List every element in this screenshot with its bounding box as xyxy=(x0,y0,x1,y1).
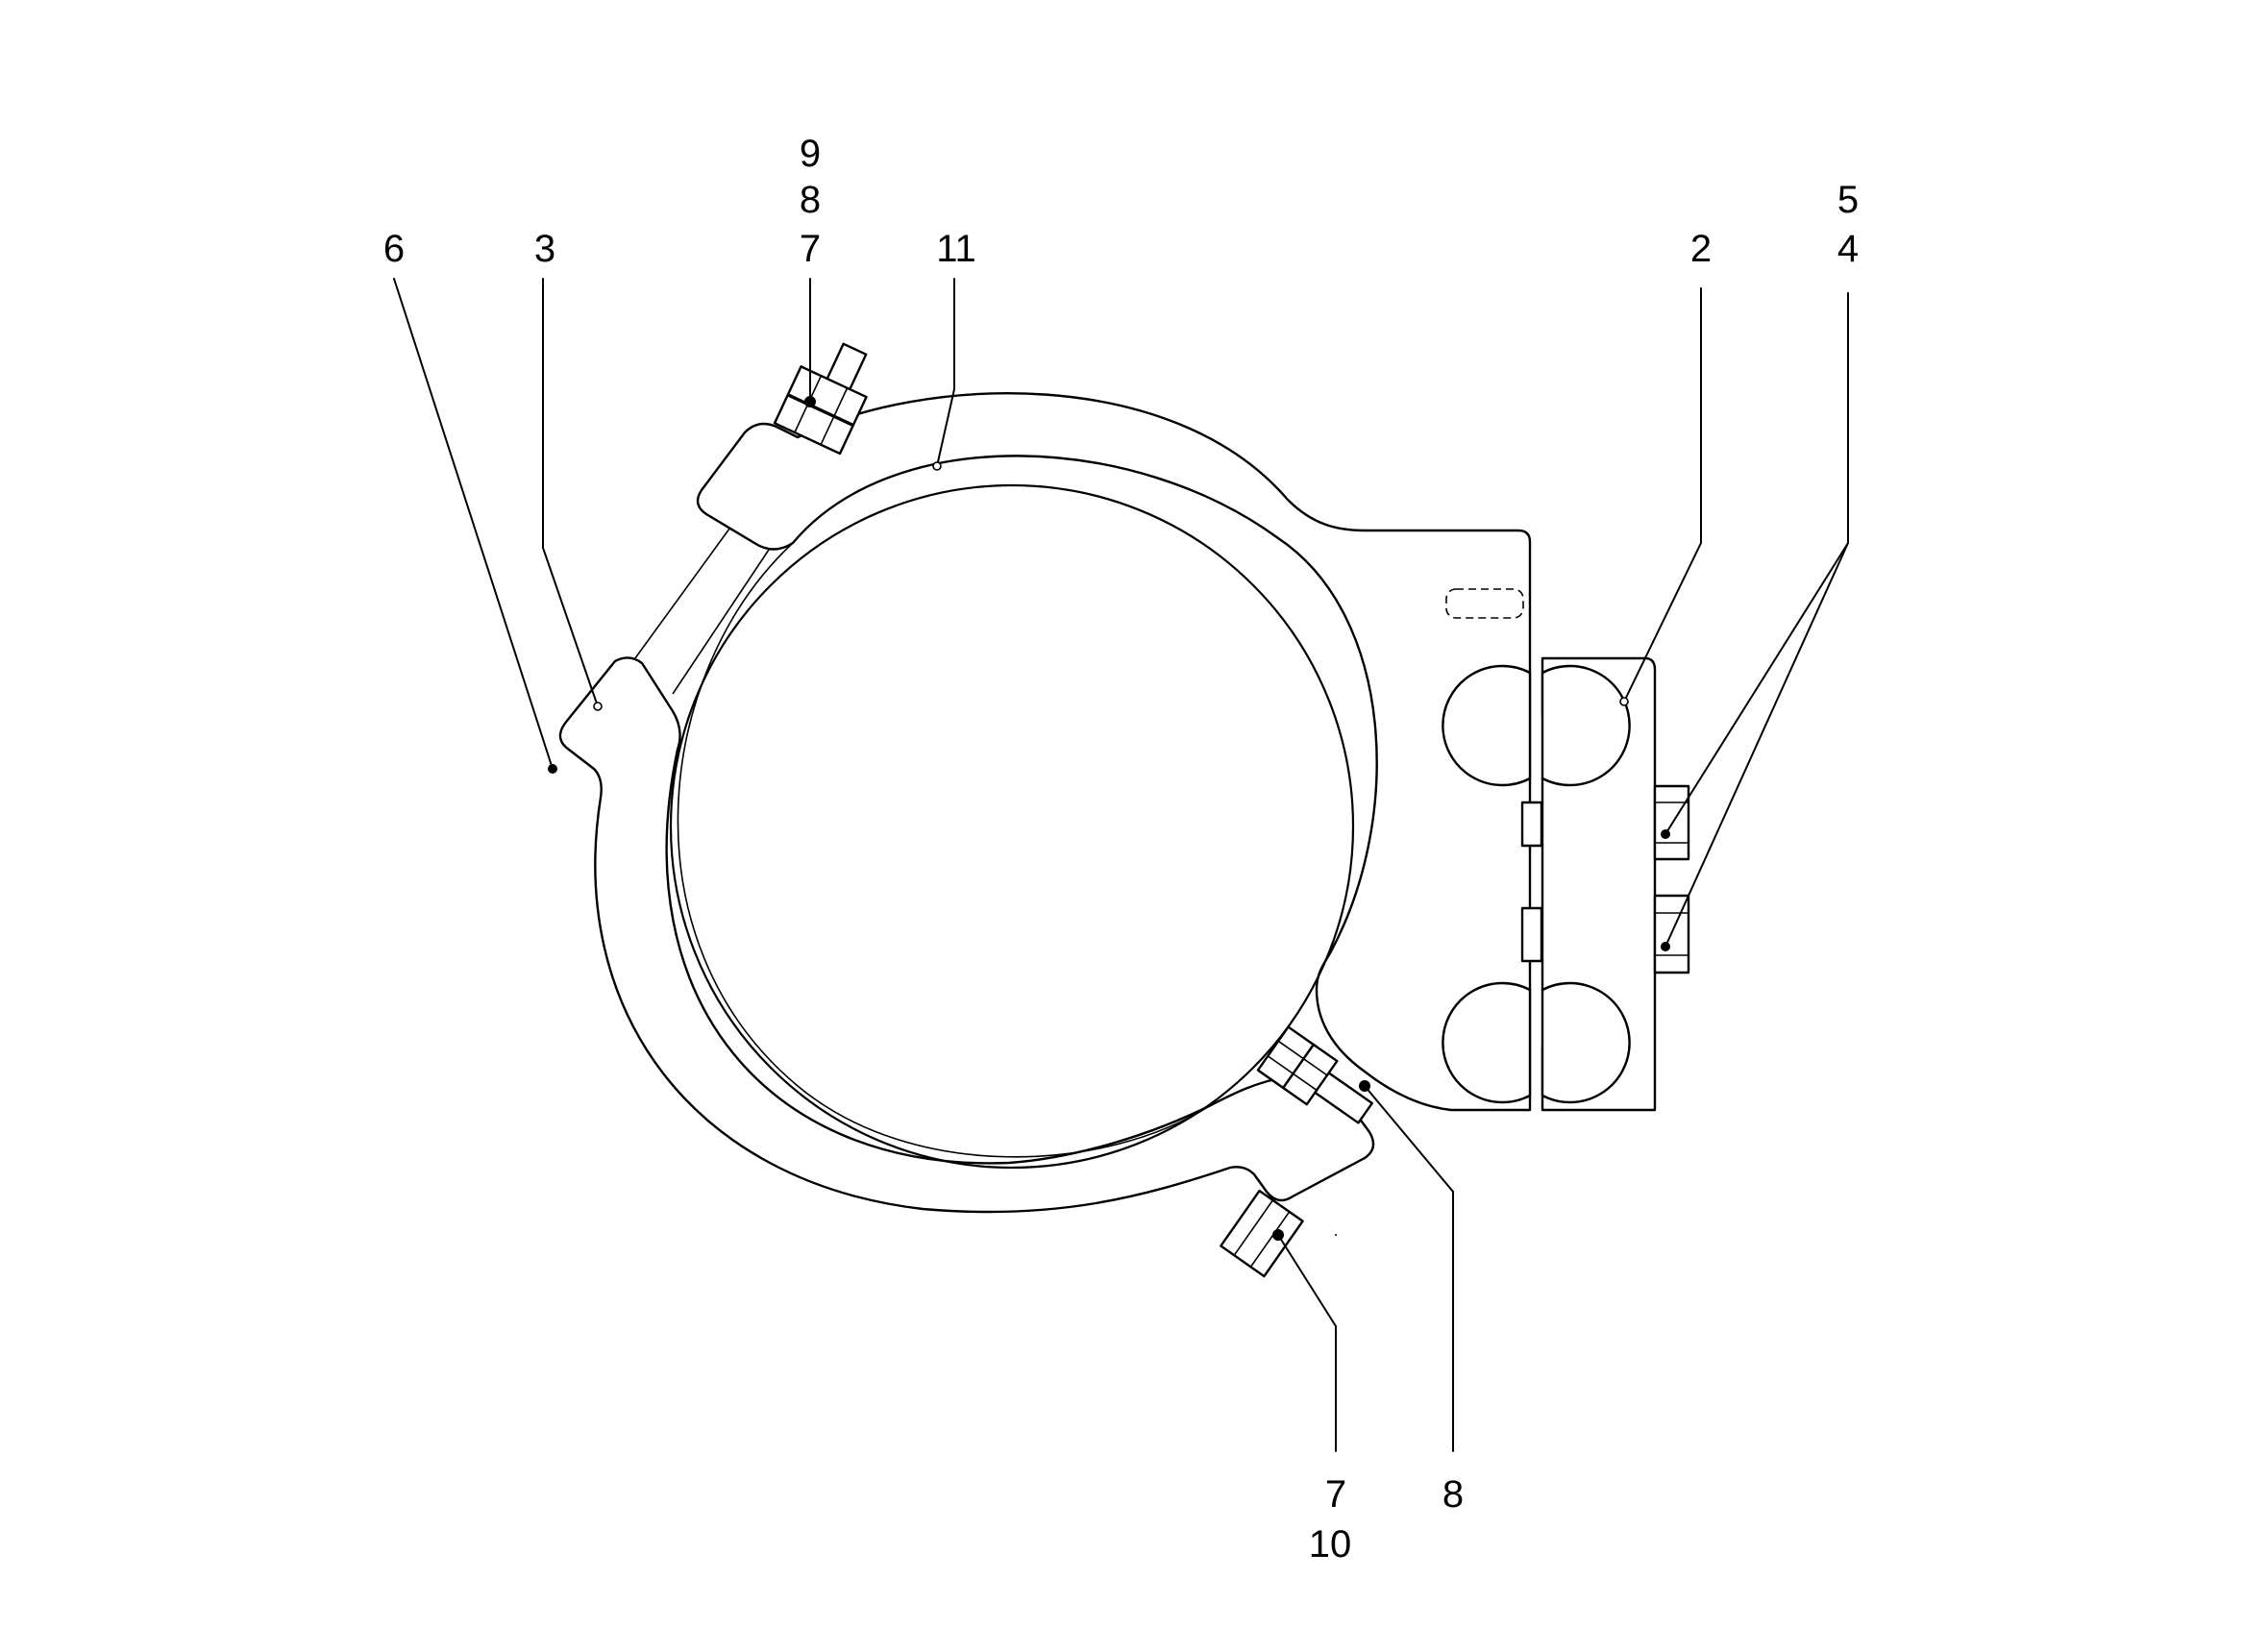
label-part-2: 2 xyxy=(1690,228,1712,270)
label-part-7-bottom: 7 xyxy=(1325,1473,1346,1516)
label-part-7-top: 7 xyxy=(800,228,821,270)
top-nut-stack xyxy=(773,342,868,456)
lower-bolt-rod xyxy=(1256,1025,1373,1124)
clamp-inner-edge xyxy=(677,542,1212,1158)
clamp-body-lower xyxy=(558,656,1375,1214)
leader-dots xyxy=(548,396,1670,1241)
callout-labels: 9 8 7 11 6 3 2 5 4 7 10 8 xyxy=(383,133,1859,1566)
hidden-pin xyxy=(1445,588,1524,619)
label-part-10: 10 xyxy=(1309,1523,1352,1566)
label-part-4: 4 xyxy=(1837,228,1859,270)
label-part-3: 3 xyxy=(534,228,555,270)
label-part-6: 6 xyxy=(383,228,405,270)
label-part-8-bottom: 8 xyxy=(1442,1473,1464,1516)
clamp-bore xyxy=(669,483,1355,1170)
label-part-9: 9 xyxy=(800,133,821,175)
cap-bolt-upper xyxy=(1653,784,1690,861)
label-part-8-top: 8 xyxy=(800,179,821,221)
lower-nut xyxy=(1220,1189,1304,1278)
body-cutouts xyxy=(1442,664,1631,1104)
leader-lines xyxy=(393,278,1849,1452)
gap-shims xyxy=(1520,801,1543,963)
clamp-body-upper xyxy=(696,392,1532,1112)
label-part-11: 11 xyxy=(936,228,976,270)
label-part-5: 5 xyxy=(1837,179,1859,221)
upper-bolt-rod xyxy=(624,513,770,695)
